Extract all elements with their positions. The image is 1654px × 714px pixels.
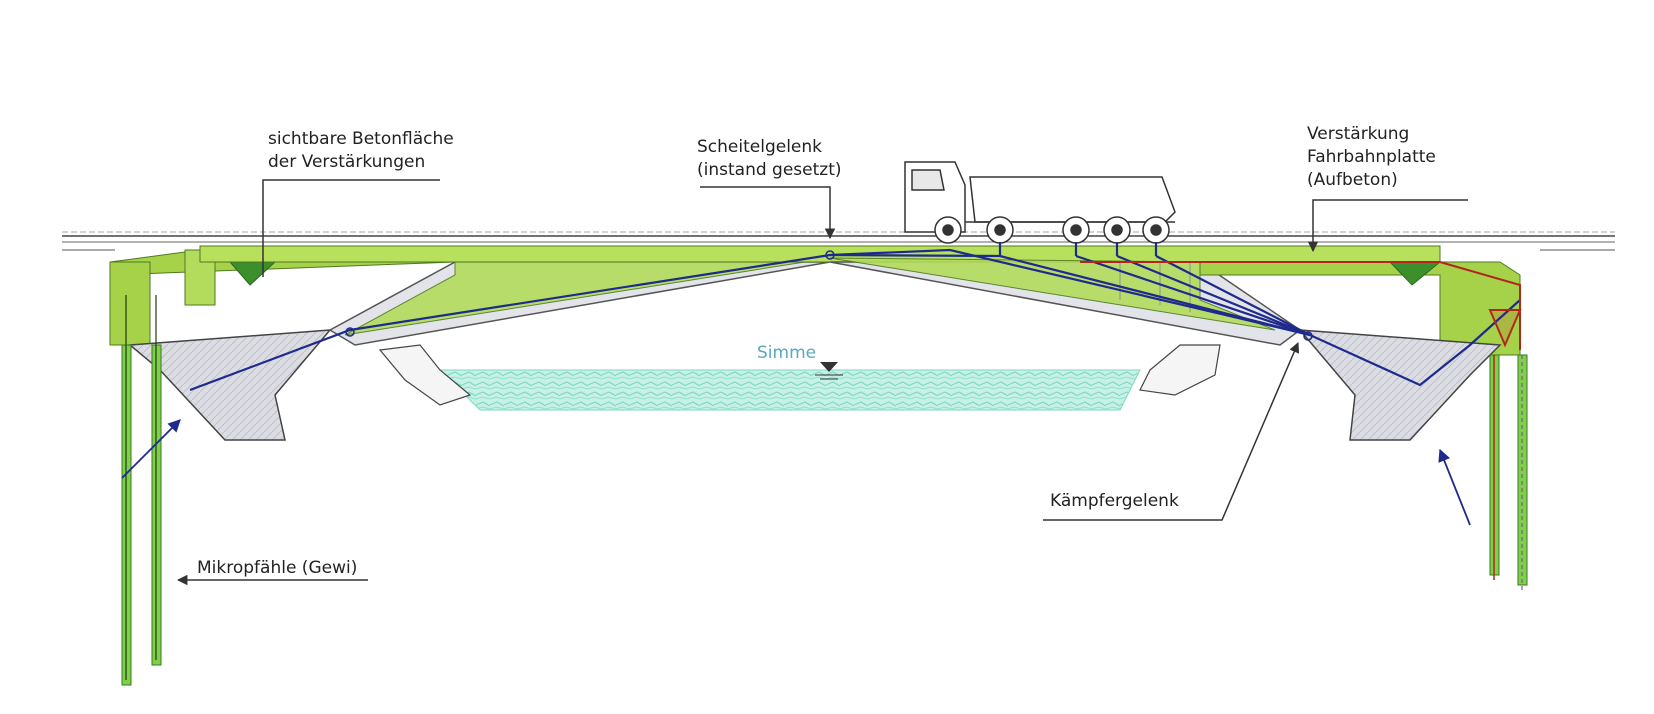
betonflaeche-label-line2: der Verstärkungen (268, 152, 426, 172)
scheitelgelenk-label-line1: Scheitelgelenk (697, 137, 822, 157)
left-kaempfer-hinge (345, 327, 355, 337)
riverbank-rocks (378, 344, 1221, 406)
label-leaders (176, 179, 1468, 586)
micropiles-left (121, 295, 162, 686)
scheitelgelenk-hinge (825, 250, 835, 260)
left-reaction-arrow (121, 419, 181, 479)
micropiles-right (1489, 354, 1528, 590)
fahrbahnplatte-label-line2: Fahrbahnplatte (1307, 147, 1436, 167)
right-foundation-block (1298, 329, 1502, 441)
left-arch-green (344, 257, 831, 336)
deck-slab (199, 245, 1441, 263)
betonflaeche-label: sichtbare Betonfläche der Verstärkungen (268, 128, 454, 174)
right-reaction-arrow (1438, 448, 1471, 526)
betonflaeche-label-line1: sichtbare Betonfläche (268, 129, 454, 149)
fahrbahnplatte-label-line3: (Aufbeton) (1307, 170, 1398, 190)
scheitelgelenk-label-line2: (instand gesetzt) (697, 160, 842, 180)
force-lines (189, 242, 1521, 392)
road-surface (62, 231, 1615, 251)
red-reinforcement (1080, 261, 1522, 350)
river-water (438, 369, 1141, 411)
kaempfergelenk-label: Kämpfergelenk (1050, 491, 1179, 511)
right-kaempfer-hinge (1303, 331, 1313, 341)
river-label: Simme (757, 343, 817, 363)
fahrbahnplatte-label: Verstärkung Fahrbahnplatte (Aufbeton) (1307, 123, 1436, 192)
dump-truck (904, 161, 1176, 244)
water-level-symbol (815, 362, 843, 380)
scheitelgelenk-label: Scheitelgelenk (instand gesetzt) (697, 136, 842, 182)
fahrbahnplatte-label-line1: Verstärkung (1307, 124, 1410, 144)
mikropfaehle-label: Mikropfähle (Gewi) (197, 558, 358, 578)
